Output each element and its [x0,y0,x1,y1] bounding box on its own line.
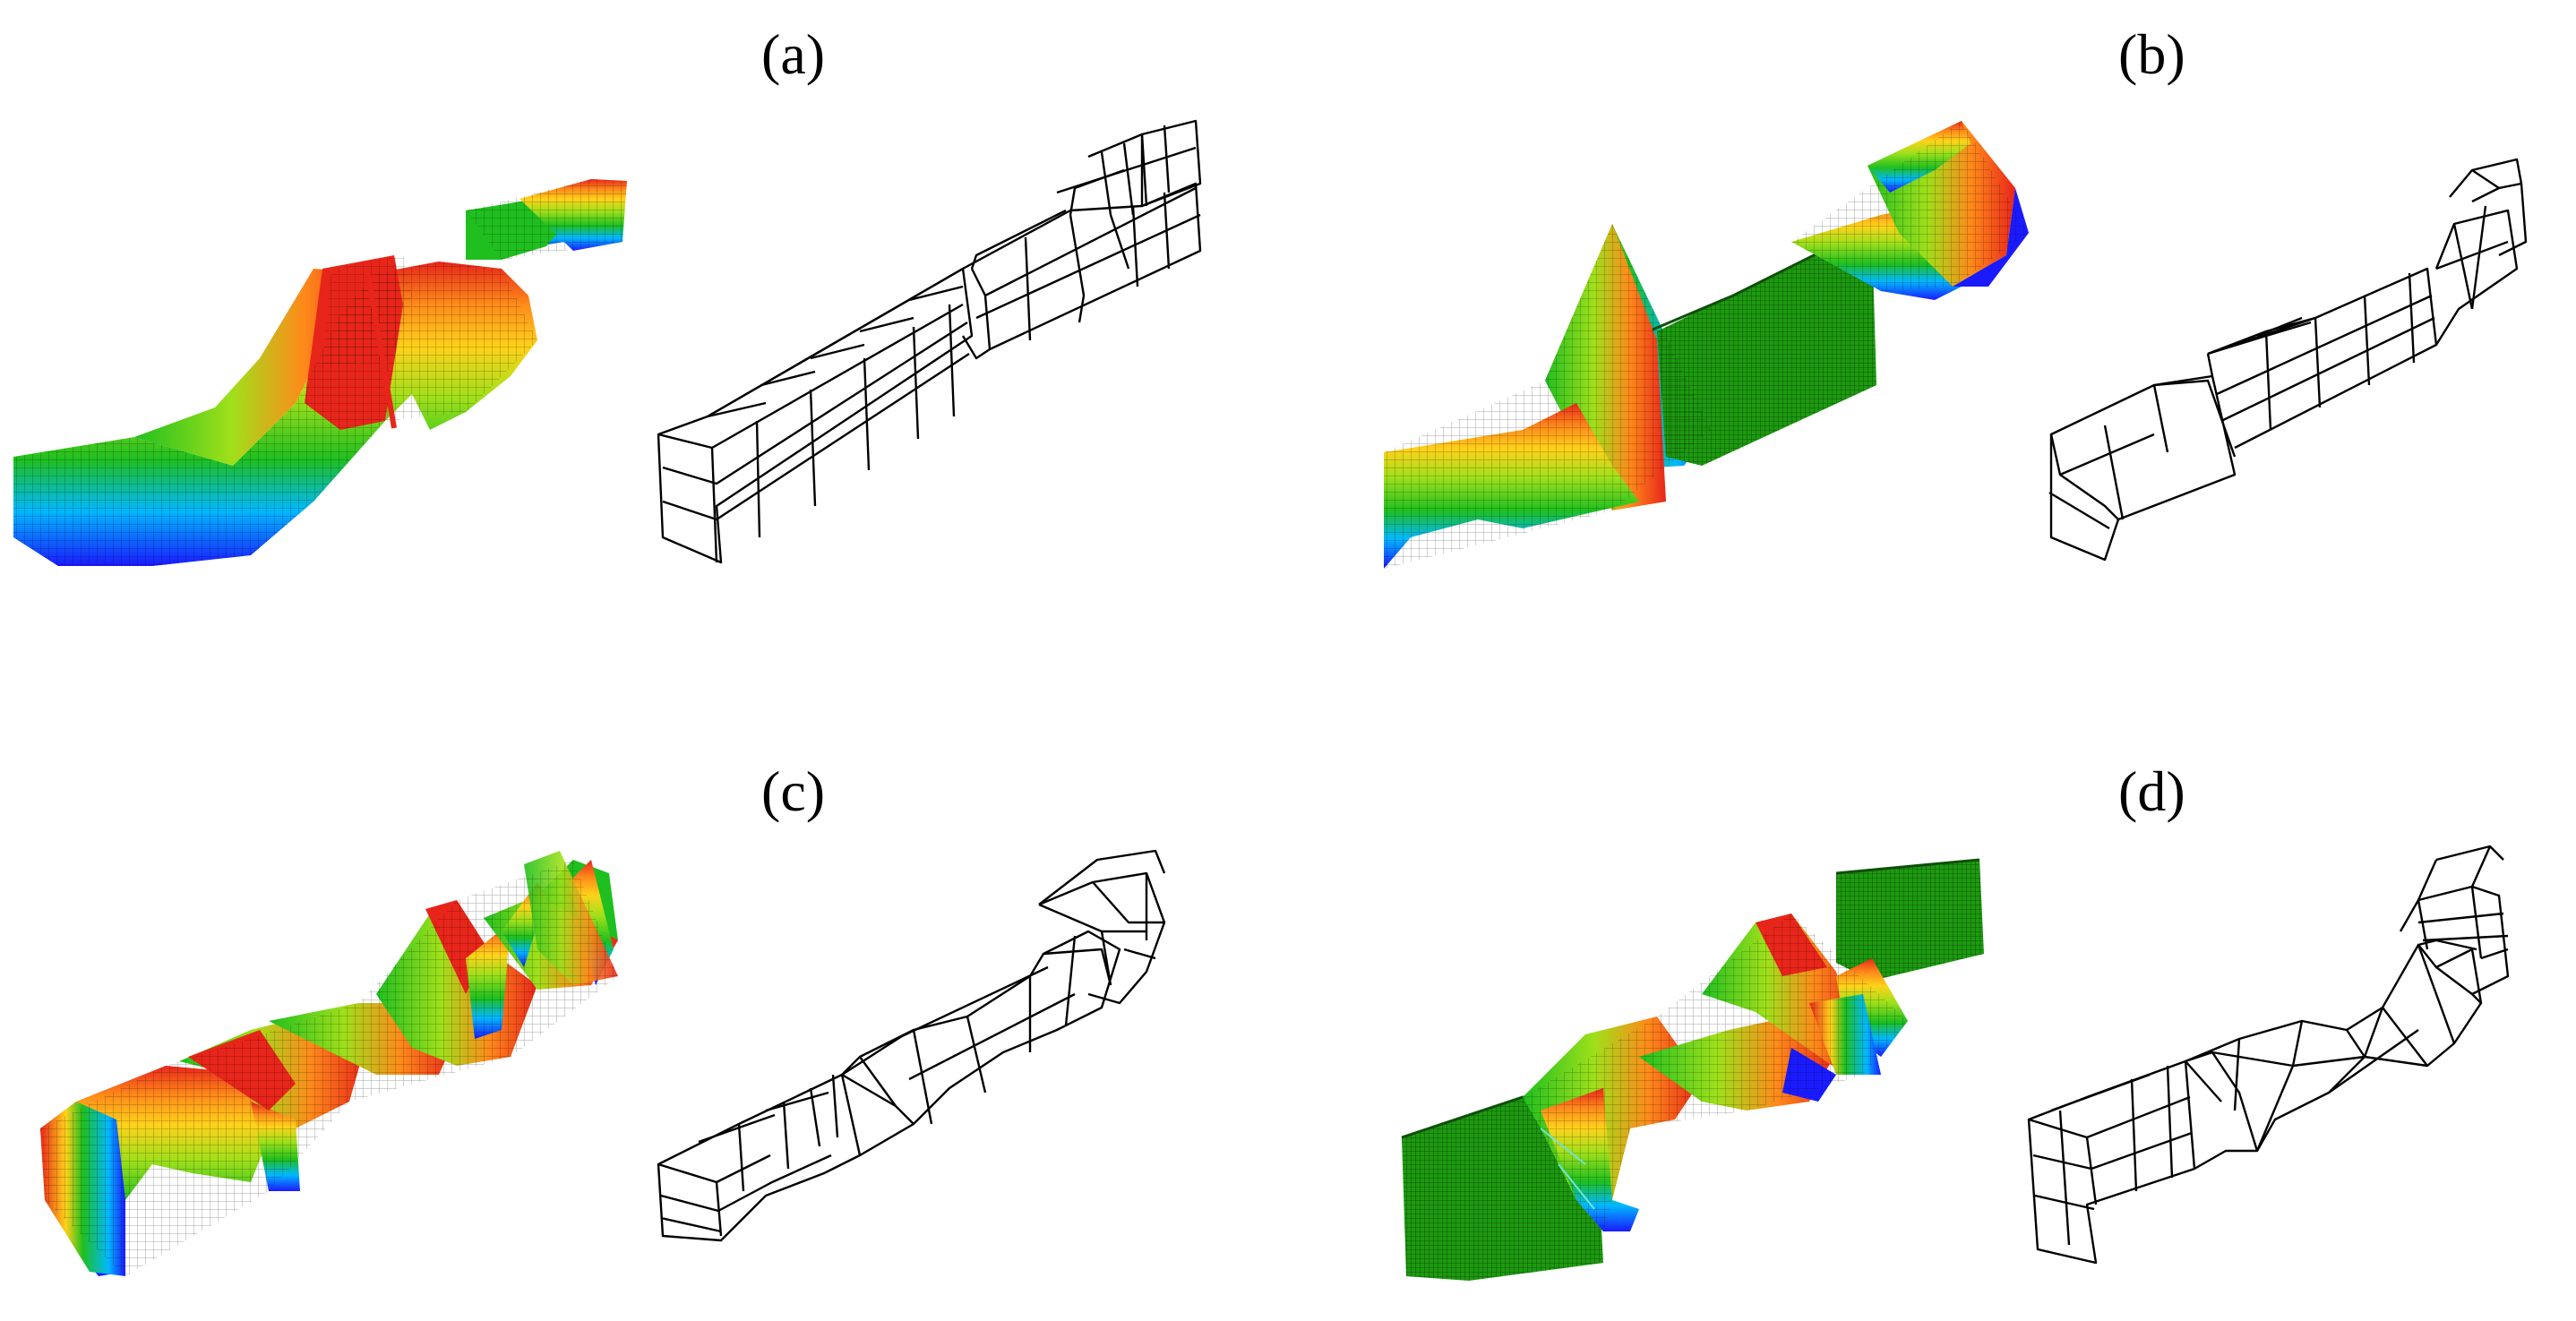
panel-label-b: (b) [2118,22,2185,86]
panel-a-wire-mesh [657,119,1202,564]
panel-d-colored-beam [1401,858,1984,1281]
panel-b-wire-mesh [2048,158,2528,562]
panel-c-wire-mesh [657,849,1166,1242]
panel-label-c: (c) [761,759,825,823]
panel-b-colored-beam [1384,121,2029,569]
panel-c-colored-beam [40,851,618,1276]
panel-a-colored-beam [13,179,627,566]
panel-d-wire-mesh [2027,845,2510,1265]
panel-label-d: (d) [2118,759,2185,823]
panel-label-a: (a) [761,22,825,86]
